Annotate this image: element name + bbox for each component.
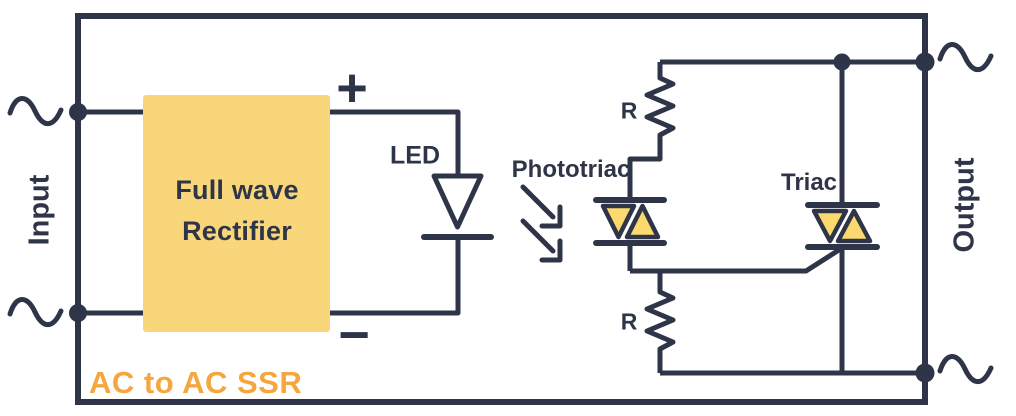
led-label: LED — [390, 141, 440, 170]
rectifier-label-line1: Full wave — [175, 175, 299, 205]
triac-icon — [805, 202, 880, 250]
triac-gate-wire — [630, 245, 844, 274]
junction-dot — [833, 53, 851, 71]
ac-wave-icon — [937, 42, 994, 73]
ac-wave-icon — [937, 354, 994, 385]
ac-wave-icon — [7, 297, 64, 328]
diagram-title: AC to AC SSR — [89, 365, 303, 400]
input-wires — [78, 109, 150, 316]
input-terminal-dot — [69, 304, 87, 322]
ac-wave-icon — [7, 96, 64, 127]
output-label: Output — [948, 157, 981, 253]
input-label: Input — [23, 174, 56, 246]
rectifier-block — [143, 95, 330, 332]
rectifier-label: Full wave Rectifier — [175, 170, 298, 252]
triac-label: Triac — [780, 169, 838, 196]
light-emission-arrows-icon — [520, 184, 563, 263]
minus-sign: − — [338, 305, 370, 365]
ssr-enclosure-border — [75, 13, 928, 405]
plus-sign: + — [336, 58, 368, 118]
phototriac-label: Phototriac — [511, 156, 631, 183]
led-diode-icon — [431, 173, 484, 230]
resistor-bottom-label: R — [620, 308, 638, 335]
rectifier-label-line2: Rectifier — [182, 216, 292, 246]
resistor-top-icon — [627, 62, 676, 200]
output-terminal-dot — [915, 363, 935, 383]
phototriac-icon — [593, 197, 667, 271]
resistor-top-label: R — [620, 97, 638, 124]
output-terminal-dot — [915, 52, 935, 72]
input-terminal-dot — [69, 103, 87, 121]
led-loop-wires — [330, 109, 461, 316]
resistor-bottom-icon — [644, 271, 676, 373]
